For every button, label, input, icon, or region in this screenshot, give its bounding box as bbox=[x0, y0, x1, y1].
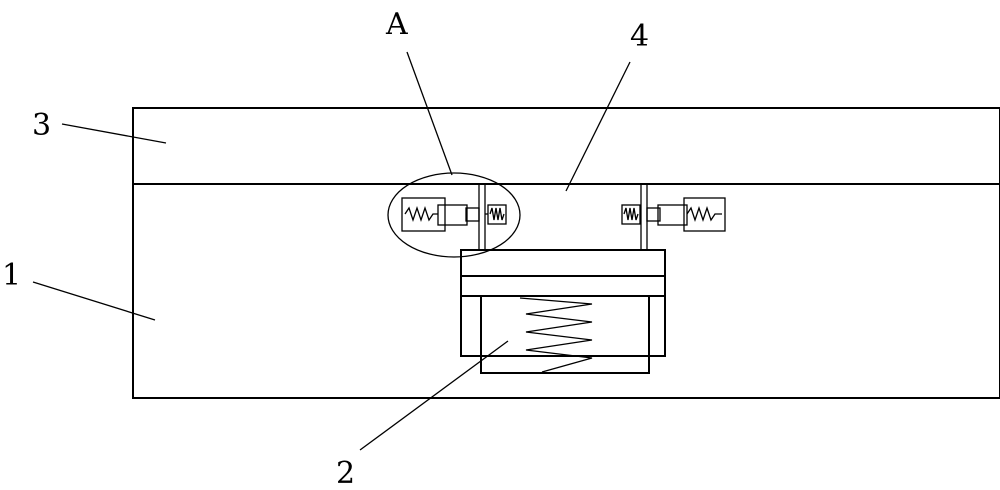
label-spring-housing: 2 bbox=[336, 456, 355, 490]
spring-housing-assembly bbox=[460, 249, 666, 374]
left-latch-assembly bbox=[401, 184, 507, 250]
main-body-outline bbox=[132, 107, 1000, 399]
leader-1 bbox=[32, 281, 156, 321]
leader-3 bbox=[61, 123, 167, 144]
right-latch-assembly bbox=[621, 184, 726, 250]
label-center-block: 4 bbox=[630, 19, 649, 54]
label-main-body: 1 bbox=[2, 258, 21, 293]
label-top-cover: 3 bbox=[32, 108, 51, 143]
detail-a-circle bbox=[387, 172, 521, 258]
label-detail-a: A bbox=[385, 7, 408, 42]
leader-2 bbox=[359, 340, 509, 451]
leader-a bbox=[406, 51, 453, 176]
leader-4 bbox=[565, 61, 631, 192]
